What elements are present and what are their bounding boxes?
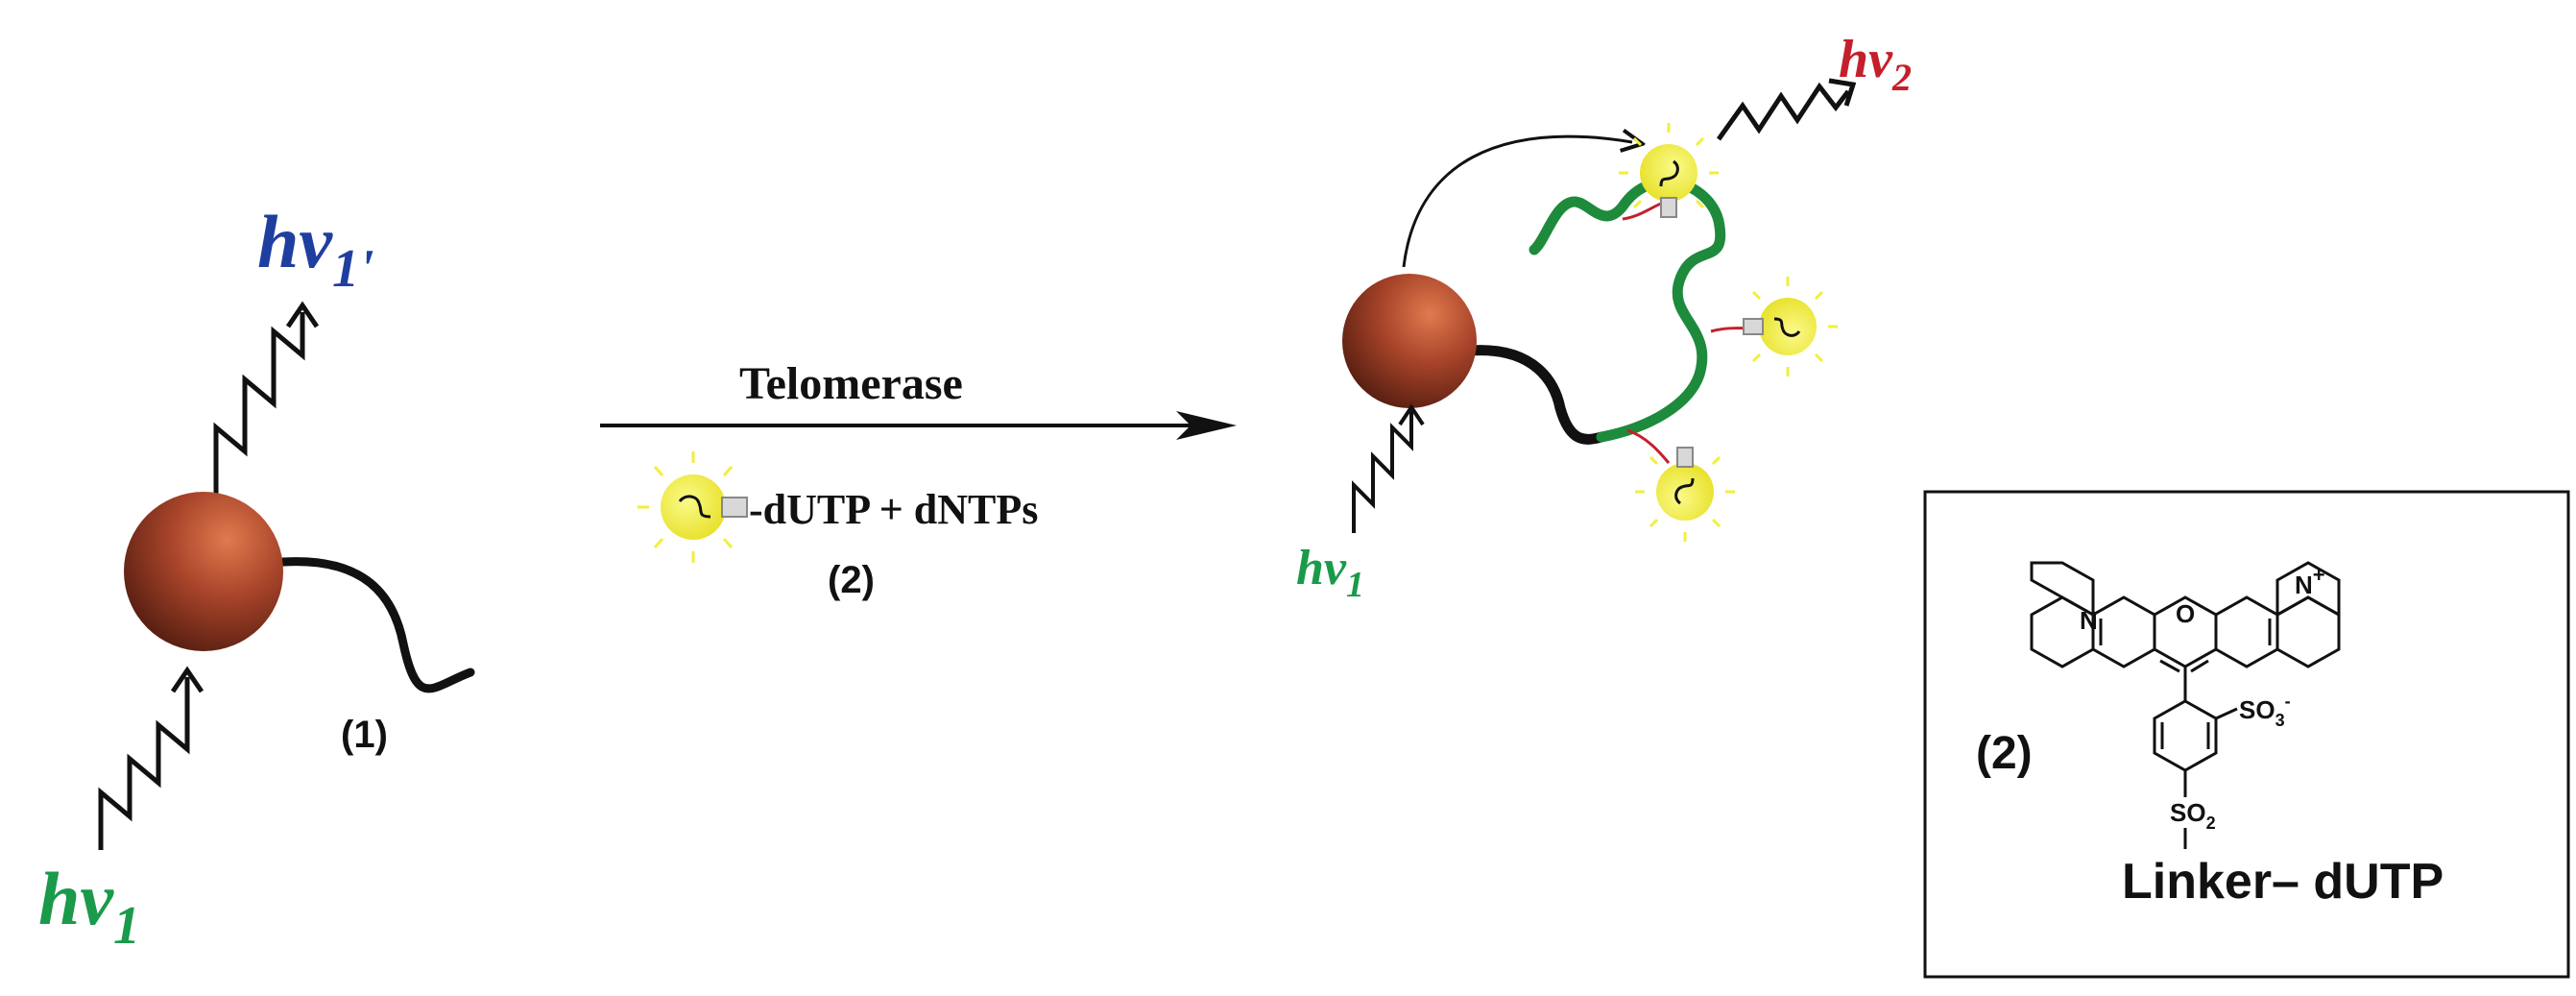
light-bulb-icon — [1619, 123, 1719, 218]
light-bulb-icon — [1635, 447, 1735, 542]
nanoparticle-bead — [124, 492, 283, 651]
right-emission-label: hv2 — [1839, 30, 1912, 99]
svg-text:O: O — [2176, 599, 2195, 628]
right-panel: hv2 hv1 — [1296, 30, 1912, 605]
extended-telomere-strand — [1529, 176, 1726, 443]
svg-text:N+: N+ — [2295, 563, 2325, 599]
compound-number: (2) — [1976, 728, 2033, 779]
svg-text:N: N — [2080, 606, 2098, 635]
dna-strand — [278, 557, 475, 693]
primer-strand — [1463, 345, 1607, 445]
reaction-arrowhead — [1176, 411, 1237, 440]
linker-dutp-label: Linker– dUTP — [2122, 854, 2444, 910]
reagents-label: -dUTP + dNTPs — [749, 486, 1038, 533]
light-bulb-icon — [638, 451, 748, 563]
left-excitation-label: hv1 — [38, 857, 140, 956]
left-panel: hv1' hv1 (1) — [38, 200, 475, 956]
strand-label: (1) — [341, 714, 388, 756]
excitation-photon-squiggle — [98, 666, 205, 850]
structure-box: N O N+ SO3- SO2 (2) Linker– dUTP — [1923, 490, 2570, 979]
excitation-photon-squiggle — [1352, 403, 1425, 533]
nanoparticle-bead — [1342, 274, 1477, 408]
svg-text:SO3-: SO3- — [2239, 692, 2291, 730]
dye-chemical-structure — [2030, 561, 2341, 849]
emission-photon-squiggle — [213, 301, 320, 499]
emission-photon-squiggle — [1716, 78, 1857, 141]
energy-transfer-arrow — [1402, 136, 1632, 268]
structure-atom-labels: N O N+ SO3- SO2 — [2080, 563, 2325, 833]
reaction-arrow-group: Telomerase -dUTP + dNTPs (2) — [600, 358, 1237, 601]
svg-text:SO2: SO2 — [2170, 798, 2216, 833]
reagent-number: (2) — [828, 559, 875, 601]
light-bulb-icon — [1743, 277, 1838, 377]
right-excitation-label: hv1 — [1296, 541, 1364, 605]
left-emission-label: hv1' — [257, 200, 374, 299]
enzyme-label: Telomerase — [739, 358, 963, 409]
